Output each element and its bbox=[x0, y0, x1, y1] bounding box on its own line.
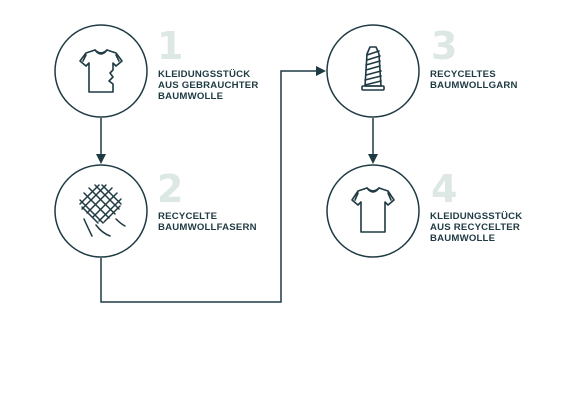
step-4-number: 4 bbox=[431, 167, 458, 211]
step-3-label-line: RECYCELTES bbox=[430, 69, 496, 80]
step-2-label: RECYCELTE BAUMWOLLFASERN bbox=[158, 211, 257, 233]
torn-tshirt-icon bbox=[79, 49, 123, 93]
step-2-number: 2 bbox=[157, 167, 184, 211]
step-2-label-line: BAUMWOLLFASERN bbox=[158, 222, 257, 233]
step-1-label-line: BAUMWOLLE bbox=[158, 91, 224, 102]
connector-2-to-3 bbox=[100, 66, 326, 303]
fiber-mesh-icon bbox=[79, 184, 126, 237]
step-1-circle bbox=[54, 24, 148, 118]
step-3-label-line: BAUMWOLLGARN bbox=[430, 80, 518, 91]
step-4-label-line: KLEIDUNGSSTÜCK bbox=[430, 211, 523, 222]
step-1-label-line: KLEIDUNGSSTÜCK bbox=[158, 69, 251, 80]
step-4-label: KLEIDUNGSSTÜCK AUS RECYCELTER BAUMWOLLE bbox=[430, 211, 522, 244]
step-1-label: KLEIDUNGSSTÜCK AUS GEBRAUCHTER BAUMWOLLE bbox=[158, 69, 259, 102]
yarn-spool-icon bbox=[361, 46, 385, 91]
step-3-number: 3 bbox=[431, 24, 458, 68]
step-4-circle bbox=[326, 164, 420, 258]
step-3-circle bbox=[326, 24, 420, 118]
step-4-label-line: BAUMWOLLE bbox=[430, 233, 496, 244]
step-1-number: 1 bbox=[157, 24, 184, 68]
step-1-label-line: AUS GEBRAUCHTER bbox=[158, 80, 259, 91]
step-3-label: RECYCELTES BAUMWOLLGARN bbox=[430, 69, 518, 91]
tshirt-icon bbox=[351, 187, 395, 233]
step-2-label-line: RECYCELTE bbox=[158, 211, 218, 222]
step-4-label-line: AUS RECYCELTER bbox=[430, 222, 521, 233]
